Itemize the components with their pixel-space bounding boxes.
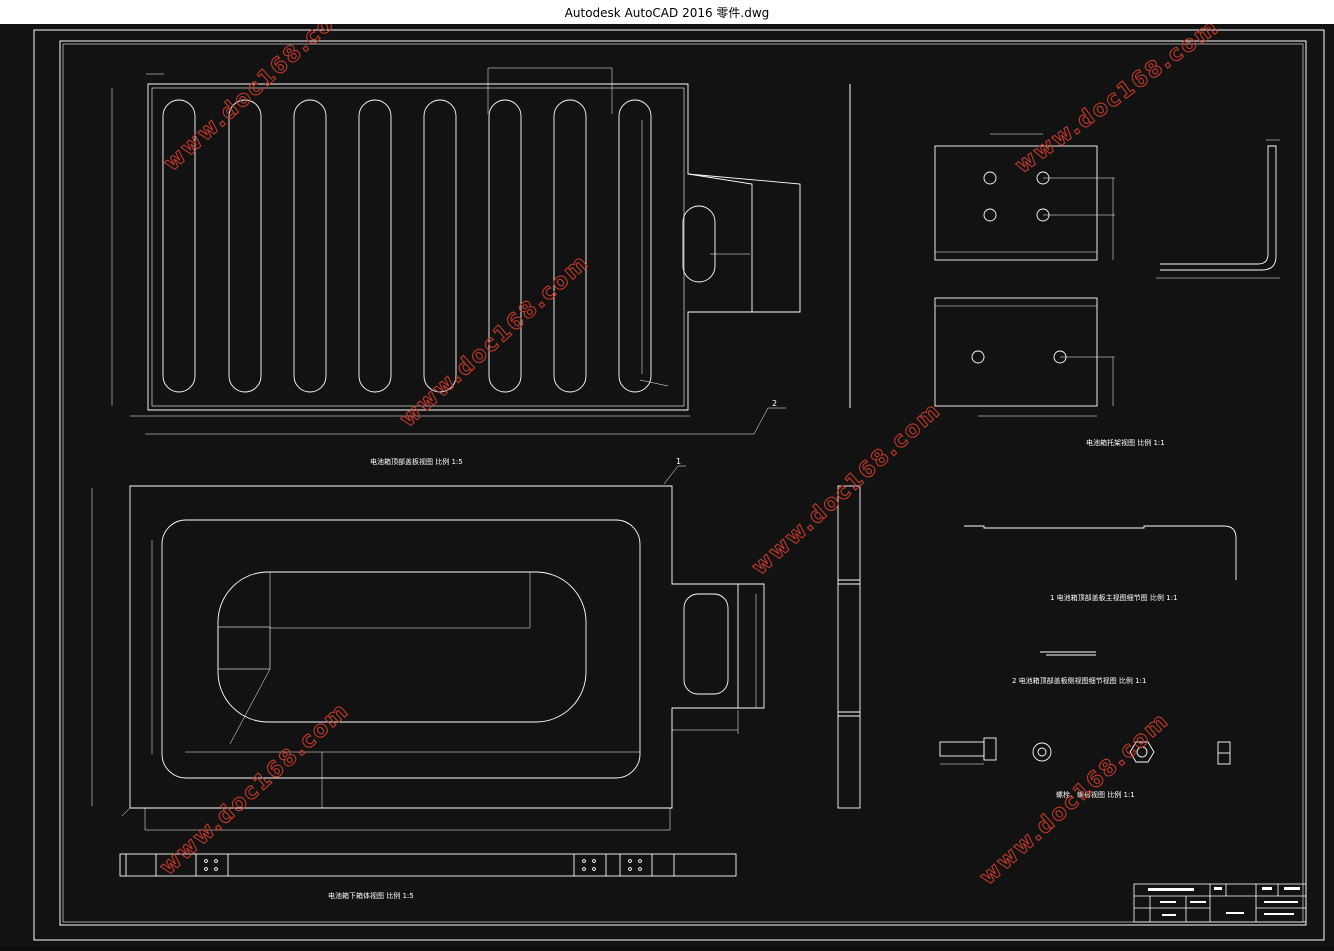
callout-1: 1 — [676, 457, 681, 466]
watermark: www.doc168.com — [1011, 24, 1224, 179]
caption-top-plate: 电池箱顶部盖板视图 比例 1:5 — [370, 457, 463, 466]
lower-box-view — [91, 465, 765, 831]
title-block — [1133, 883, 1307, 923]
drawing-linework — [33, 29, 1325, 941]
caption-bracket: 电池箱托架视图 比例 1:1 — [1086, 438, 1165, 447]
caption-detail2: 2 电池箱顶部盖板侧视图细节视图 比例 1:1 — [1012, 676, 1146, 685]
top-plate-view — [111, 67, 801, 435]
watermark: www.doc168.com — [975, 708, 1174, 891]
outer-border — [33, 29, 1325, 941]
detail1-view — [964, 525, 1237, 580]
caption-bolt: 螺栓、螺母视图 比例 1:1 — [1056, 790, 1135, 799]
callout-2: 2 — [772, 399, 777, 408]
watermark: www.doc168.com — [747, 398, 946, 581]
watermark-group: www.doc168.com www.doc168.com www.doc168… — [155, 0, 1225, 891]
watermark: www.doc168.com — [155, 698, 354, 881]
caption-detail1: 1 电池箱顶部盖板主视图细节图 比例 1:1 — [1050, 593, 1177, 602]
title-block-fills — [1148, 887, 1300, 916]
caption-group: 电池箱顶部盖板视图 比例 1:5 电池箱托架视图 比例 1:1 电池箱下箱体视图… — [328, 399, 1177, 900]
watermark: www.doc168.com — [159, 24, 358, 176]
inner-border — [59, 40, 1307, 926]
watermark: www.doc168.com — [395, 250, 594, 433]
caption-lower-box: 电池箱下箱体视图 比例 1:5 — [328, 891, 414, 900]
window-title: Autodesk AutoCAD 2016 零件.dwg — [564, 6, 770, 20]
lower-box-side-view — [837, 485, 861, 809]
detail2-view — [1040, 651, 1096, 656]
bolt-nut-view — [939, 737, 1231, 765]
inner-border-2 — [62, 43, 1304, 923]
window-title-bar: Autodesk AutoCAD 2016 零件.dwg — [0, 0, 1334, 24]
bracket-view — [934, 133, 1280, 417]
lower-box-bottom-view — [119, 853, 737, 877]
